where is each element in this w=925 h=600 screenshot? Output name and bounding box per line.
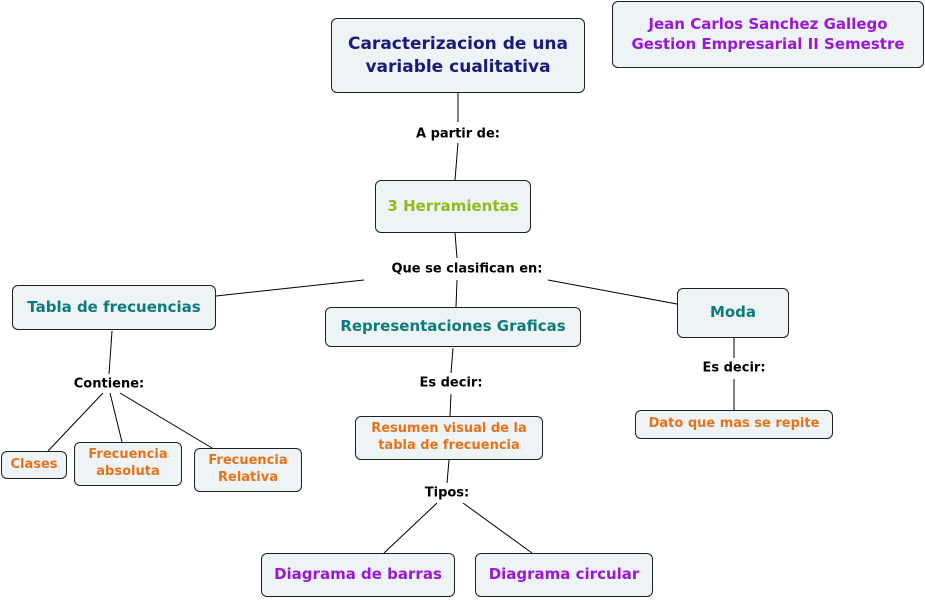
author-program: Gestion Empresarial II Semestre [631,34,905,53]
line-tools-to-label [454,232,458,259]
author-name: Jean Carlos Sanchez Gallego [648,15,888,33]
node-dato-que-mas-se-repite[interactable]: Dato que mas se repite [635,410,833,439]
line-label-to-circular [462,502,533,554]
line-tabla-to-label [108,330,113,375]
line-label-to-moda [547,279,678,305]
line-label-to-tabla [215,279,365,297]
line-repr-to-label [450,347,454,374]
label-es-decir-moda: Es decir: [699,359,769,377]
label-que-se-clasifican-en: Que se clasifican en: [388,260,546,278]
node-representaciones-graficas[interactable]: Representaciones Graficas [325,307,581,347]
node-clases[interactable]: Clases [1,451,67,479]
node-3-herramientas[interactable]: 3 Herramientas [375,180,531,233]
label-a-partir-de: A partir de: [412,125,504,143]
node-tabla-de-frecuencias[interactable]: Tabla de frecuencias [12,285,216,330]
node-frecuencia-absoluta[interactable]: Frecuencia absoluta [74,442,182,486]
node-resumen-visual[interactable]: Resumen visual de la tabla de frecuencia [355,416,543,460]
line-label-to-resumen [449,393,452,417]
label-es-decir-representaciones: Es decir: [416,374,486,392]
node-moda[interactable]: Moda [677,288,789,338]
line-label-to-frec-rel [119,392,213,449]
label-contiene: Contiene: [70,375,148,393]
line-label-to-tools [454,142,459,181]
line-label-to-representaciones [455,279,458,308]
node-title[interactable]: Caracterizacion de una variable cualitat… [331,18,585,93]
label-tipos: Tipos: [421,484,473,502]
line-label-to-clases [47,392,104,452]
node-author[interactable]: Jean Carlos Sanchez Gallego Gestion Empr… [612,1,924,68]
line-resumen-to-label [446,459,450,484]
node-diagrama-circular[interactable]: Diagrama circular [475,553,653,597]
line-label-to-frec-abs [109,392,123,443]
line-label-to-barras [383,502,438,554]
node-diagrama-de-barras[interactable]: Diagrama de barras [261,553,455,597]
node-frecuencia-relativa[interactable]: Frecuencia Relativa [194,448,302,492]
